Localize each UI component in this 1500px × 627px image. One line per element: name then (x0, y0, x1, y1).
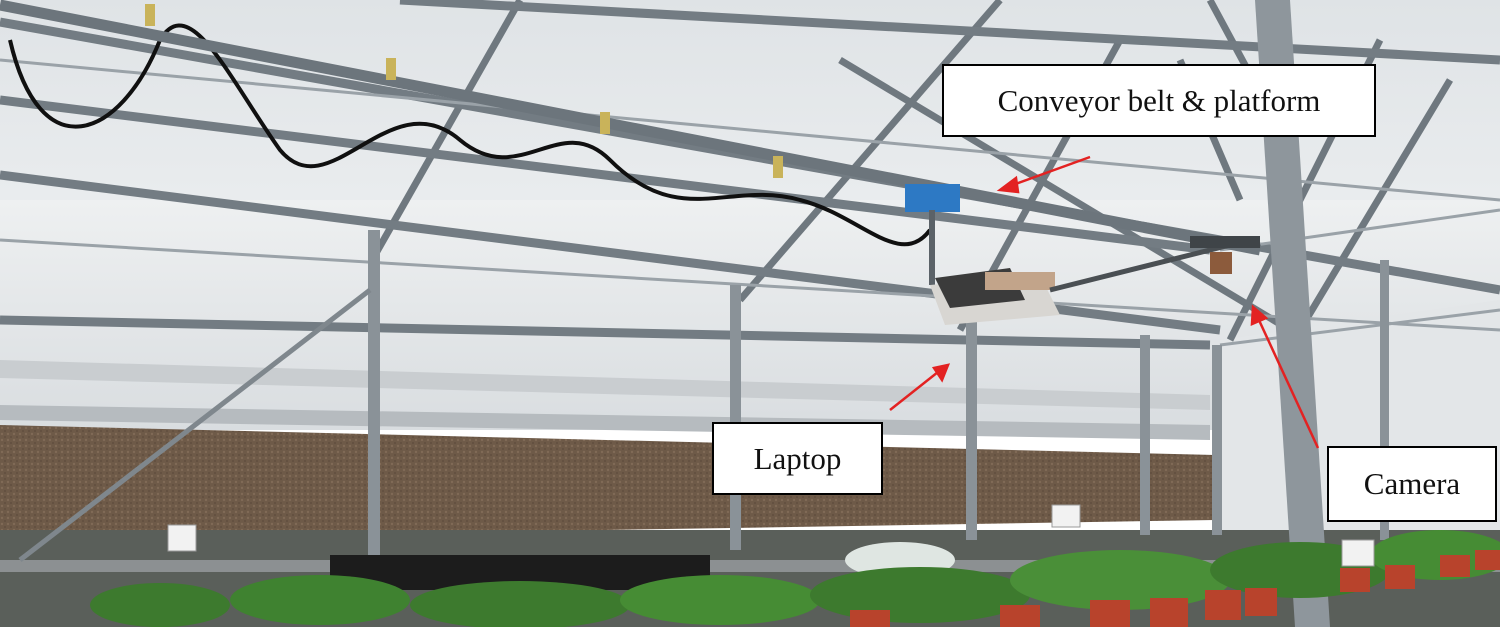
camera-label: Camera (1327, 446, 1497, 522)
sensor-shelter-3 (1341, 539, 1375, 567)
platform-cloth (985, 272, 1055, 290)
camera-device (1210, 252, 1232, 274)
annotation-arrows (889, 155, 1320, 449)
columns (368, 230, 1389, 560)
conveyor-label: Conveyor belt & platform (942, 64, 1376, 137)
arrow-laptop (889, 371, 939, 411)
arrow-laptop-head (931, 363, 951, 383)
sensor-shelter (167, 524, 197, 552)
camera-mount (1190, 236, 1260, 248)
camera-arm (1049, 237, 1251, 293)
diagonal-brace (18, 288, 372, 562)
wall-band-2 (0, 405, 1210, 440)
power-cable (8, 23, 932, 247)
sensor-shelter-2 (1051, 504, 1081, 528)
plant-pots (850, 550, 1500, 627)
laptop-label: Laptop (712, 422, 883, 495)
cooling-pad (0, 425, 1215, 540)
rail-hangers (145, 4, 783, 178)
arrow-conveyor-head (996, 175, 1020, 194)
arrow-conveyor (1009, 155, 1091, 188)
arrow-camera (1256, 317, 1320, 449)
blue-drive-box (905, 184, 960, 212)
main-column (1255, 0, 1330, 627)
arrow-camera-head (1250, 304, 1269, 326)
conveyor-rail (0, 0, 1262, 256)
